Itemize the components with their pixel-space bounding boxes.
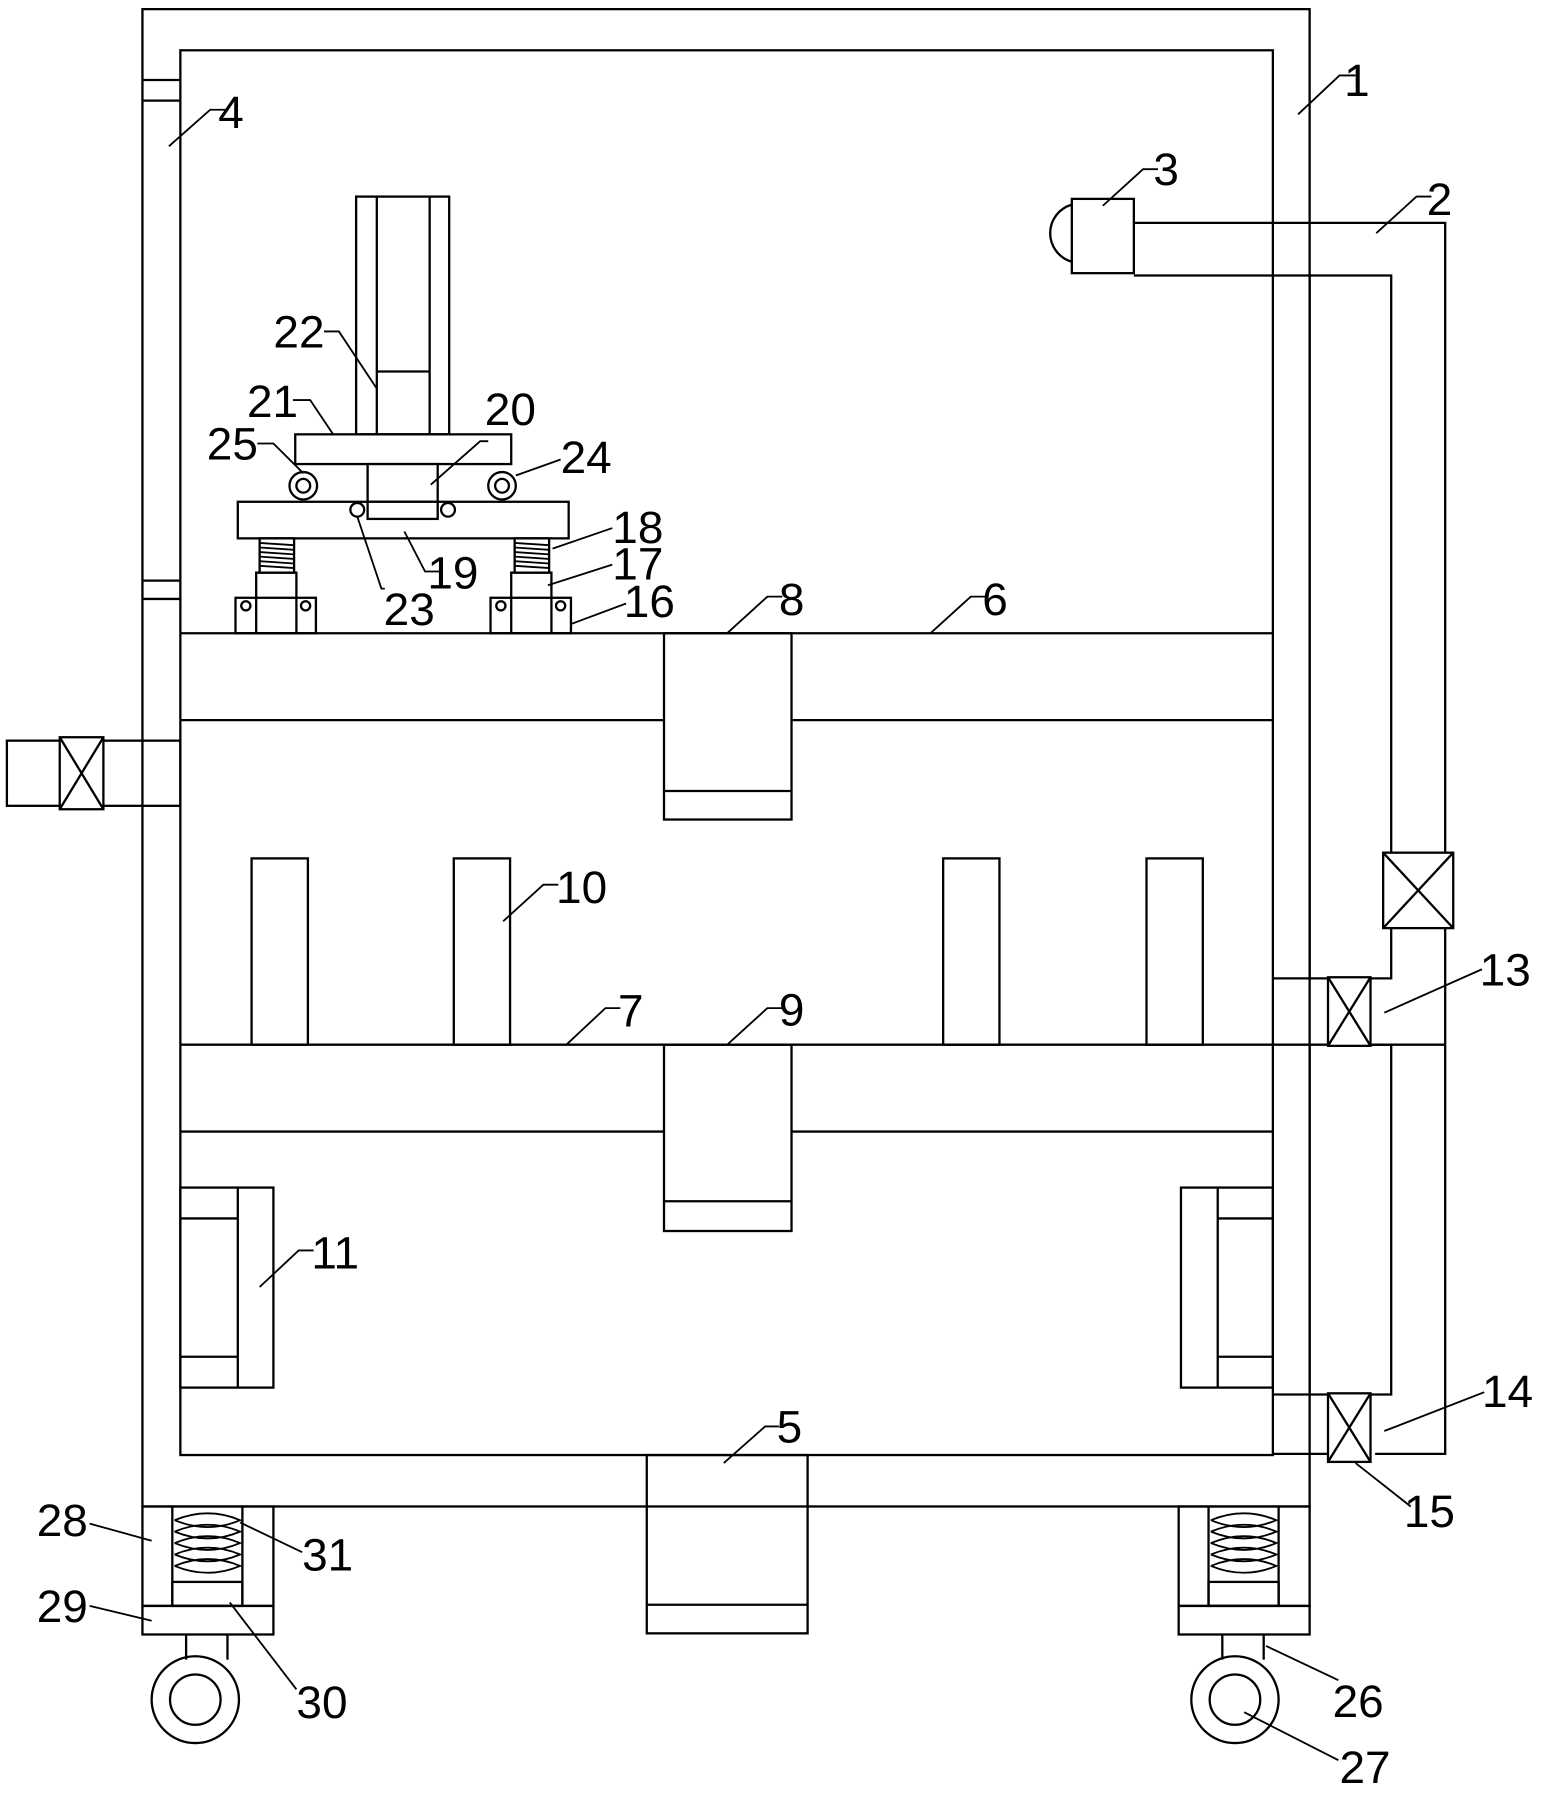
label-31: 31 <box>302 1530 353 1581</box>
label-13: 13 <box>1480 944 1531 995</box>
reference-numerals: 1 2 3 4 5 6 7 8 9 10 11 13 14 15 16 17 1… <box>37 55 1533 1793</box>
label-21: 21 <box>247 376 298 427</box>
block-5 <box>645 1453 809 1635</box>
pipe-system-2 <box>1133 221 1455 1464</box>
label-26: 26 <box>1333 1676 1384 1727</box>
label-5: 5 <box>777 1402 803 1453</box>
racks-10 <box>250 857 1204 1046</box>
label-22: 22 <box>273 307 324 358</box>
label-1: 1 <box>1344 55 1370 106</box>
clamp-mechanism <box>234 195 573 635</box>
label-14: 14 <box>1482 1366 1533 1417</box>
label-19: 19 <box>427 548 478 599</box>
label-23: 23 <box>384 584 435 635</box>
heaters-11 <box>179 1186 1275 1389</box>
label-11: 11 <box>311 1228 359 1279</box>
label-4: 4 <box>218 87 244 138</box>
block-8 <box>662 632 793 821</box>
label-8: 8 <box>779 574 805 625</box>
shelf-6 <box>180 632 1273 722</box>
label-28: 28 <box>37 1495 88 1546</box>
right-leg <box>1177 1505 1311 1745</box>
left-leg <box>141 1505 275 1745</box>
label-10: 10 <box>556 862 607 913</box>
nozzle-3 <box>1049 197 1136 275</box>
label-17: 17 <box>612 539 663 590</box>
label-15: 15 <box>1404 1486 1455 1537</box>
label-9: 9 <box>779 984 805 1035</box>
label-24: 24 <box>561 432 612 483</box>
label-27: 27 <box>1340 1742 1391 1793</box>
label-3: 3 <box>1153 144 1179 195</box>
label-16: 16 <box>624 576 675 627</box>
label-29: 29 <box>37 1581 88 1632</box>
shelf-7 <box>180 1043 1273 1133</box>
label-30: 30 <box>296 1677 347 1728</box>
label-7: 7 <box>618 986 644 1037</box>
label-6: 6 <box>982 574 1008 625</box>
label-25: 25 <box>207 419 258 470</box>
label-18: 18 <box>612 502 663 553</box>
label-20: 20 <box>485 384 536 435</box>
block-9 <box>662 1043 793 1233</box>
leader-lines <box>89 74 1485 1762</box>
left-inlet-pipe <box>5 736 182 811</box>
label-2: 2 <box>1427 174 1453 225</box>
